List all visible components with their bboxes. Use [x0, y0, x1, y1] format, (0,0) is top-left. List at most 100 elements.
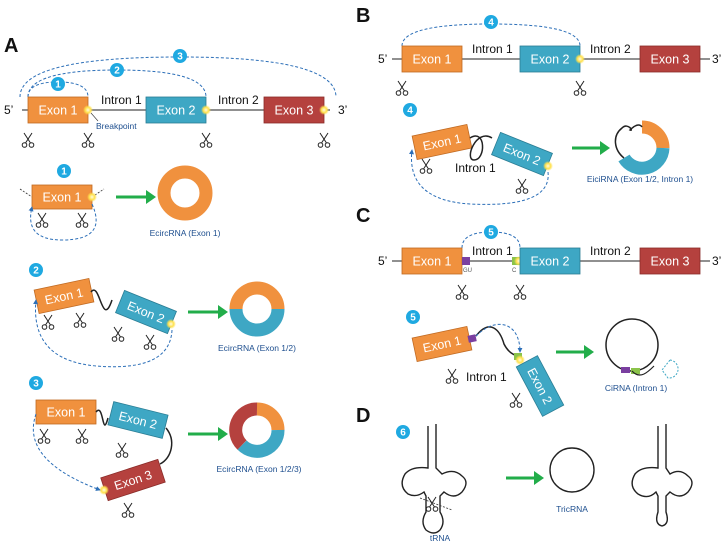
intron-2-label-a: Intron 2	[218, 93, 259, 107]
splice-path-c5	[475, 323, 523, 353]
product-label-eici: EiciRNA (Exon 1/2, Intron 1)	[587, 174, 693, 184]
scissors-icon	[41, 314, 55, 330]
scissors-icon	[515, 178, 529, 194]
scissors-icon	[111, 326, 125, 342]
splice-path-a2	[33, 299, 173, 368]
splice-path-a1	[28, 203, 97, 241]
dashed-arc-2	[27, 69, 207, 98]
exon-2-label-b: Exon 2	[531, 53, 570, 67]
intron-2-label-c: Intron 2	[590, 244, 631, 258]
svg-text:5: 5	[410, 313, 416, 324]
intron-1-label-b4: Intron 1	[455, 161, 496, 175]
exon-1-box-a2: Exon 1	[33, 277, 95, 315]
cirna-tail	[631, 365, 655, 376]
eicirna-ring-exon1	[641, 120, 670, 149]
step-badge-1: 1	[51, 77, 65, 91]
eicirna-ring-exon2	[618, 147, 670, 175]
gu-motif-c5	[467, 334, 477, 343]
cirna-gu-motif	[621, 367, 630, 373]
circrna-ring-a3-exon3	[229, 402, 258, 450]
scissors-icon	[35, 212, 49, 228]
exon-3-label-a: Exon 3	[275, 104, 314, 118]
intron-1-label-c: Intron 1	[472, 244, 513, 258]
cirna-degraded-fragment	[661, 359, 679, 379]
intron-loop-b4	[469, 135, 493, 161]
trna-remnant	[631, 424, 693, 527]
step-badge-2-row: 2	[29, 263, 43, 277]
cirna-lariat-ring	[605, 318, 659, 372]
scissors-icon	[81, 132, 95, 148]
breakpoint-glow-3	[319, 105, 329, 115]
svg-text:1: 1	[55, 80, 61, 91]
step-badge-3-row: 3	[29, 376, 43, 390]
scissors-icon	[121, 502, 135, 518]
five-prime-end-b: 5’	[378, 52, 387, 66]
circrna-ring-a3-exon2	[237, 429, 285, 458]
breakpoint-glow	[99, 485, 109, 495]
svg-text:2: 2	[33, 266, 39, 277]
dashed-arc-3	[19, 56, 337, 98]
svg-text:3: 3	[33, 379, 39, 390]
intron-lariat-c5	[475, 326, 521, 357]
panel-label-a: A	[4, 35, 18, 57]
splice-path-a3	[32, 413, 101, 491]
exon-3-label-c: Exon 3	[651, 255, 690, 269]
scissors-icon	[455, 284, 469, 300]
scissors-icon	[509, 392, 523, 408]
scissors-icon	[419, 158, 433, 174]
green-arrowhead	[534, 471, 544, 485]
svg-text:2: 2	[114, 66, 120, 77]
exon-2-box-c	[519, 247, 581, 275]
exon-3-box-a	[263, 96, 325, 124]
exon-1-label-a1: Exon 1	[43, 191, 82, 205]
breakpoint-glow	[575, 54, 585, 64]
exon-1-label-b: Exon 1	[413, 53, 452, 67]
intron-loop-a3b	[159, 427, 173, 465]
exon-2-box-a	[145, 96, 207, 124]
three-prime-end-c: 3’	[712, 254, 721, 268]
svg-text:4: 4	[488, 18, 494, 29]
trna-cloverleaf	[401, 424, 467, 534]
green-arrowhead	[218, 427, 228, 441]
flank-line	[19, 188, 33, 198]
intron-1-label-c5: Intron 1	[466, 370, 507, 384]
tricrna-circle	[549, 447, 595, 493]
intron-1-label-a: Intron 1	[101, 93, 142, 107]
scissors-icon	[199, 132, 213, 148]
three-prime-end-b: 3’	[712, 52, 721, 66]
breakpoint-glow	[166, 319, 176, 329]
step-badge-4: 4	[484, 15, 498, 29]
scissors-icon	[21, 132, 35, 148]
green-arrowhead	[584, 345, 594, 359]
intron-1-label-b: Intron 1	[472, 42, 513, 56]
scissors-icon	[73, 312, 87, 328]
exon-1-label-c: Exon 1	[413, 255, 452, 269]
exon-2-box-c5: Exon 2	[515, 355, 565, 417]
scissors-icon	[395, 80, 409, 96]
exon-3-box-c	[639, 247, 701, 275]
breakpoint-glow-2	[201, 105, 211, 115]
exon-1-box-b4: Exon 1	[411, 123, 473, 161]
svg-text:3: 3	[177, 52, 183, 63]
trna-cut-line	[419, 497, 453, 511]
panel-label-d: D	[356, 405, 370, 427]
svg-text:1: 1	[61, 167, 67, 178]
scissors-icon	[75, 428, 89, 444]
step-badge-6: 6	[396, 425, 410, 439]
scissors-icon	[573, 80, 587, 96]
product-label-tric: TricRNA	[556, 504, 588, 514]
scissors-icon	[37, 428, 51, 444]
step-badge-2: 2	[110, 63, 124, 77]
svg-text:5: 5	[488, 228, 494, 239]
exon-3-label-b: Exon 3	[651, 53, 690, 67]
three-prime-end-a: 3’	[338, 103, 347, 117]
exon-1-label-a3: Exon 1	[47, 406, 86, 420]
c-motif-label: C	[512, 268, 517, 274]
five-prime-end-c: 5’	[378, 254, 387, 268]
breakpoint-label: Breakpoint	[96, 121, 137, 131]
exon-1-box-a	[27, 96, 89, 124]
circrna-ring-a3-exon1	[256, 402, 285, 431]
exon-2-label-c: Exon 2	[531, 255, 570, 269]
scissors-icon	[445, 368, 459, 384]
